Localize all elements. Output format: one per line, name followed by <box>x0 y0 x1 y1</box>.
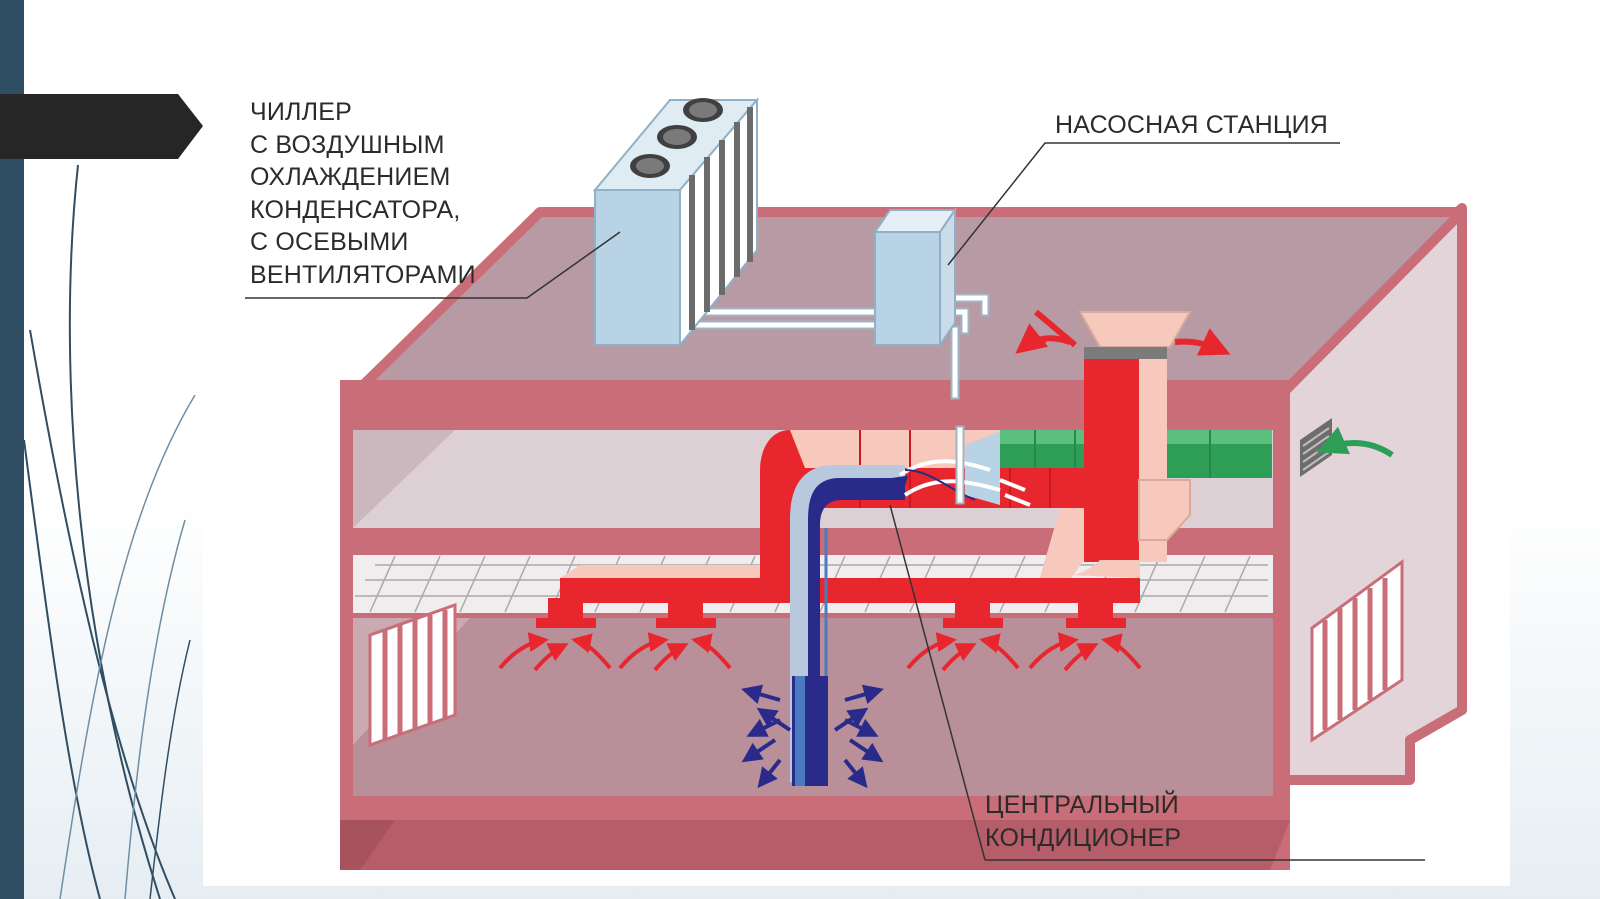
return-duct <box>790 465 905 786</box>
pump-station-label: НАСОСНАЯ СТАНЦИЯ <box>1055 111 1329 139</box>
chiller-label: ЧИЛЛЕР С ВОЗДУШНЫМ ОХЛАЖДЕНИЕМ КОНДЕНСАТ… <box>250 98 476 289</box>
wall-grille-right <box>1310 559 1404 743</box>
supply-duct-ceiling <box>536 560 1140 628</box>
supply-air-arrows <box>498 632 1142 672</box>
central-ac-unit <box>898 432 1031 507</box>
return-air-arrows <box>741 475 909 789</box>
title-arrow-shape <box>0 94 203 159</box>
supply-riser <box>1015 309 1231 562</box>
central-ac-label: ЦЕНТРАЛЬНЫЙ КОНДИЦИОНЕР <box>985 791 1182 852</box>
pump-station-unit <box>873 206 957 349</box>
chiller-unit <box>592 97 760 348</box>
supply-duct-upper <box>760 430 1090 595</box>
leader-lines <box>245 142 1425 861</box>
wall-grille-left <box>368 602 457 748</box>
